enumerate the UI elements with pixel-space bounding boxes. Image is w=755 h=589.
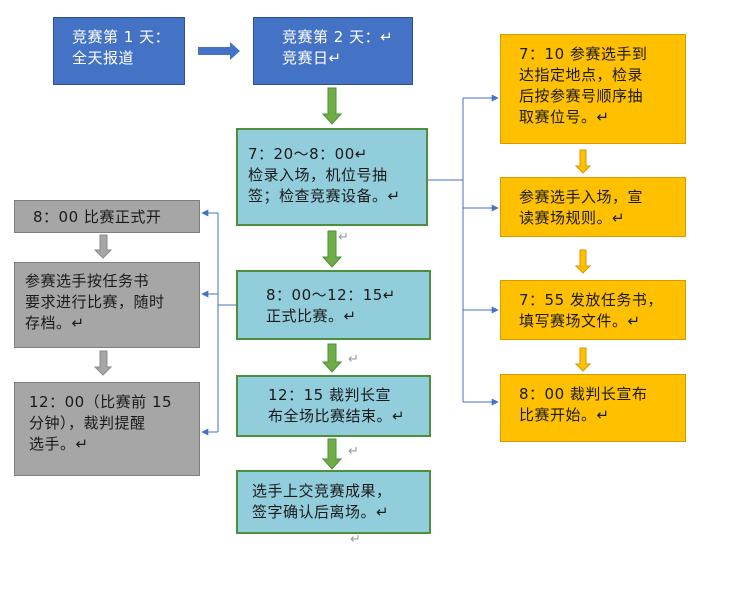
down-arrow-3 — [321, 343, 343, 373]
paragraph-mark: ↵ — [348, 352, 359, 367]
gray-arrow-1 — [93, 234, 113, 259]
paragraph-mark: ↵ — [350, 532, 361, 547]
day2-box: 竞赛第 2 天：↵ 竞赛日↵ — [253, 17, 413, 85]
left-box-start: 8：00 比赛正式开 — [14, 200, 200, 233]
left-bracket — [201, 209, 236, 436]
left-box-reminder: 12：00（比赛前 15 分钟），裁判提醒 选手。↵ — [14, 382, 200, 476]
left-box-compete: 参赛选手按任务书 要求进行比赛，随时 存档。↵ — [14, 262, 200, 348]
center-box-competition: 8：00～12：15↵ 正式比赛。↵ — [236, 270, 431, 340]
gold-arrow-2 — [574, 249, 592, 274]
day1-box: 竞赛第 1 天： 全天报道 — [53, 17, 185, 85]
down-arrow-2 — [321, 230, 343, 268]
right-bracket — [428, 94, 499, 406]
paragraph-mark: ↵ — [338, 230, 349, 245]
gray-arrow-2 — [93, 350, 113, 376]
center-down-arrows — [321, 87, 343, 470]
left-down-arrows — [93, 234, 113, 376]
right-down-arrows — [574, 149, 592, 372]
down-arrow-4 — [321, 438, 343, 470]
down-arrow-1 — [321, 87, 343, 125]
center-box-checkin: 7：20～8：00↵ 检录入场，机位号抽 签；检查竞赛设备。↵ — [236, 128, 428, 226]
right-box-arrival: 7：10 参赛选手到 达指定地点，检录 后按参赛号顺序抽 取赛位号。↵ — [500, 34, 686, 144]
gold-arrow-1 — [574, 149, 592, 174]
gold-arrow-3 — [574, 347, 592, 372]
right-box-announce: 8：00 裁判长宣布 比赛开始。↵ — [500, 374, 686, 442]
center-box-submit: 选手上交竞赛成果， 签字确认后离场。↵ — [236, 470, 431, 534]
paragraph-mark: ↵ — [348, 444, 359, 459]
right-box-taskbook: 7：55 发放任务书， 填写赛场文件。↵ — [500, 280, 686, 340]
header-block-arrow — [198, 42, 240, 60]
right-box-rules: 参赛选手入场，宣 读赛场规则。↵ — [500, 177, 686, 237]
center-box-end: 12：15 裁判长宣 布全场比赛结束。↵ — [236, 375, 431, 437]
